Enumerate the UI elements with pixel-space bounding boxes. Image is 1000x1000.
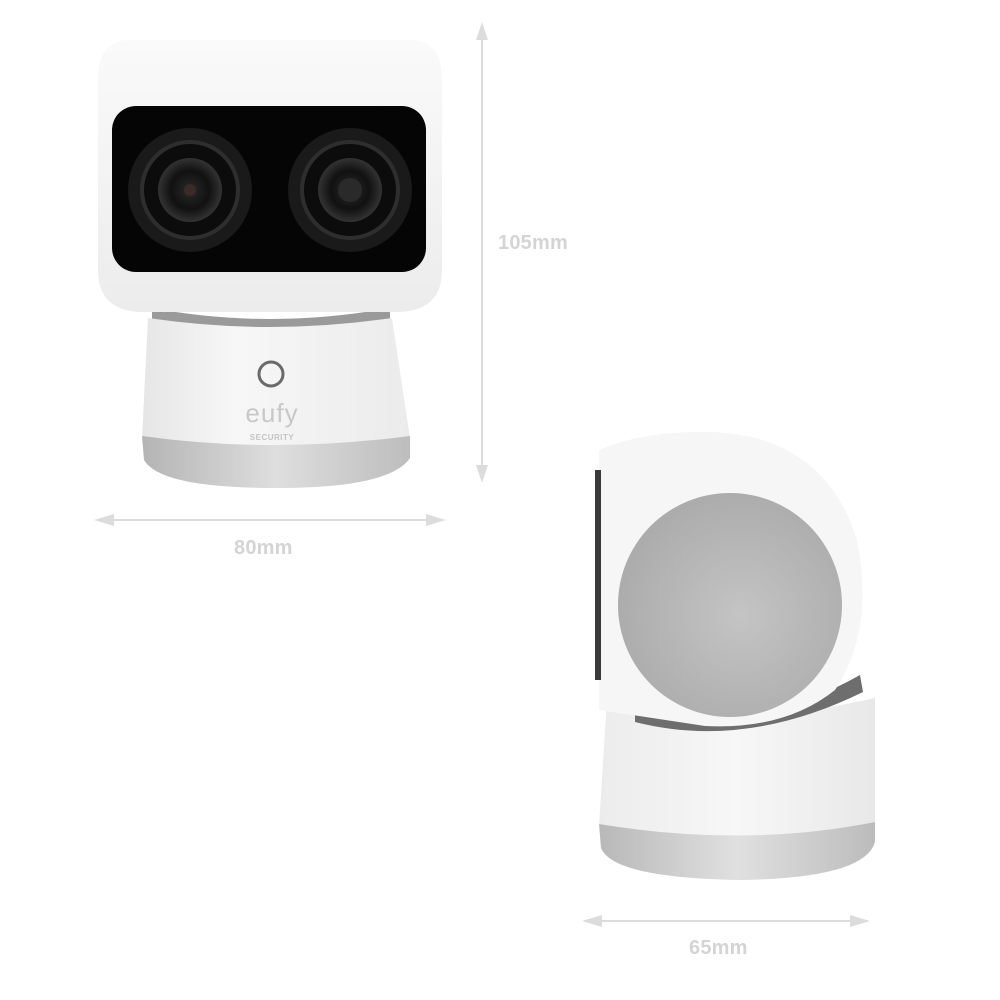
camera-side-view xyxy=(585,430,895,910)
side-base xyxy=(599,698,875,838)
brand-subtitle: SECURITY xyxy=(249,433,295,442)
brand-logo: eufy xyxy=(245,398,299,428)
metal-base-ring xyxy=(142,436,410,488)
side-metal-disc xyxy=(618,493,842,717)
camera-side-illustration xyxy=(595,431,875,880)
depth-dimension-arrow xyxy=(582,915,870,927)
camera-base xyxy=(142,318,410,447)
width-dimension-arrow xyxy=(94,514,446,526)
left-lens-icon xyxy=(128,128,252,252)
height-dimension-label: 105mm xyxy=(498,232,568,254)
depth-dimension-label: 65mm xyxy=(689,937,748,959)
camera-front-illustration xyxy=(98,40,442,488)
right-lens-icon xyxy=(288,128,412,252)
status-light-icon xyxy=(257,360,285,388)
width-dimension-label: 80mm xyxy=(234,537,293,559)
side-metal-ring xyxy=(599,822,875,880)
camera-front-view: eufy SECURITY xyxy=(90,40,450,500)
height-dimension-arrow xyxy=(476,22,488,483)
